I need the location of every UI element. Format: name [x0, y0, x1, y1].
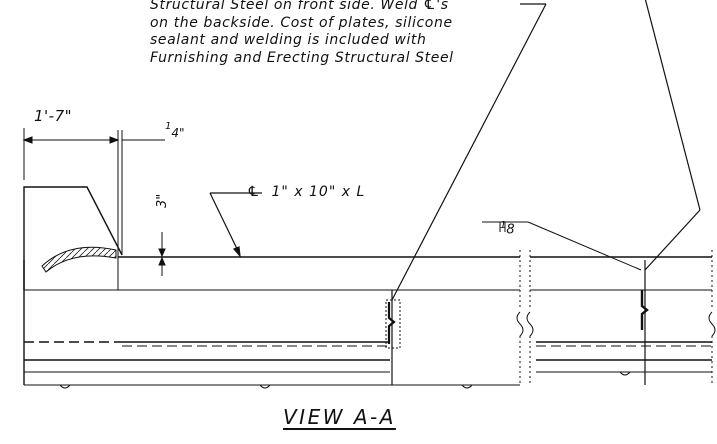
deck-left: [24, 256, 520, 389]
dimension-gap: [158, 232, 166, 276]
view-title: VIEW A-A: [283, 405, 396, 429]
gap-eighth-label: 18: [500, 220, 515, 237]
plate-size: 1" x 10" x L: [271, 184, 366, 200]
quarter-numerator: 1: [165, 121, 172, 132]
plate-label: ℄ 1" x 10" x L: [247, 184, 365, 200]
joint-left: [385, 290, 401, 385]
eighth-numerator: 1: [500, 220, 507, 231]
plate-symbol: ℄: [247, 184, 261, 200]
note-line: on the backside. Cost of plates, silicon…: [150, 14, 453, 31]
dimension-main-label: 1'-7": [34, 107, 73, 125]
note-line: Structural Steel on front side. Weld ℄'s: [150, 0, 449, 13]
eighth-denominator: 8: [506, 222, 515, 238]
note-line: sealant and welding is included with: [150, 32, 427, 48]
barrier-profile: [23, 186, 123, 385]
plate-leader: [209, 192, 262, 258]
gap-leader: [482, 221, 642, 271]
break-lines: [516, 250, 716, 385]
dimension-main: [22, 128, 165, 290]
dimension-quarter-label: 14": [165, 121, 185, 140]
deck-right: [530, 256, 712, 385]
note-leaders: [391, 0, 701, 301]
weld-note: Structural Steel on front side. Weld ℄'s…: [150, 0, 550, 67]
quarter-denominator: 4": [171, 126, 185, 140]
note-line: Furnishing and Erecting Structural Steel: [150, 49, 454, 66]
dimension-gap-label: 3": [155, 193, 170, 208]
sealant-curve: [41, 246, 117, 273]
